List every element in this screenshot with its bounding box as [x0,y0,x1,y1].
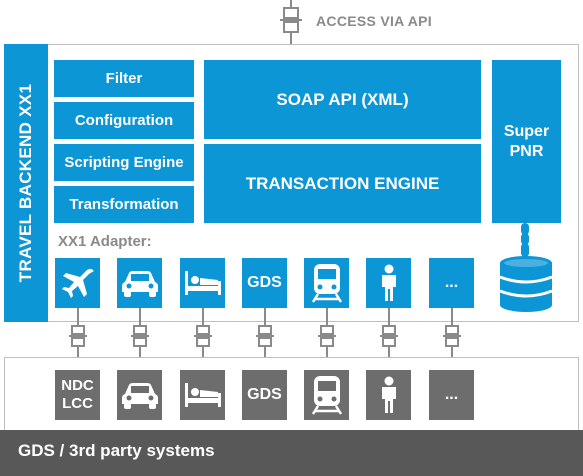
plug-connector-icon [131,308,149,370]
system-tile-car [117,370,162,420]
system-tile-person [366,370,411,420]
train-icon [311,376,342,415]
car-icon [121,383,158,409]
system-tile-train [304,370,349,420]
module-transformation: Transformation [54,186,194,223]
module-configuration: Configuration [54,102,194,139]
transaction-engine-block: TRANSACTION ENGINE [204,144,481,223]
access-via-api-label: ACCESS VIA API [316,13,432,29]
module-filter: Filter [54,60,194,97]
system-tile-hotel [180,370,225,420]
bed-icon [184,271,221,295]
system-tile-ndc-lcc: NDC LCC [55,370,100,420]
person-icon [381,264,396,301]
soap-api-block: SOAP API (XML) [204,60,481,139]
adapter-tile-person [366,258,411,308]
plug-connector-icon [318,308,336,370]
person-icon [381,376,396,413]
adapter-label: XX1 Adapter: [58,233,152,250]
airplane-icon [61,268,94,298]
adapter-tile-gds: GDS [242,258,287,308]
travel-backend-title: TRAVEL BACKEND XX1 [4,44,48,322]
third-party-systems-label: GDS / 3rd party systems [18,441,215,460]
adapter-tile-more: ... [429,258,474,308]
system-tile-more: ... [429,370,474,420]
database-icon [499,256,553,312]
super-pnr-block: Super PNR [492,60,561,223]
train-icon [311,264,342,303]
api-plug-connector-icon [280,0,302,44]
adapter-tile-air [55,258,100,308]
bed-icon [184,383,221,407]
chain-connector-icon [521,223,529,257]
third-party-systems-bar [0,430,583,476]
adapter-tile-car [117,258,162,308]
car-icon [121,271,158,297]
system-tile-gds: GDS [242,370,287,420]
adapter-tile-train [304,258,349,308]
module-scripting-engine: Scripting Engine [54,144,194,181]
travel-backend-title-text: TRAVEL BACKEND XX1 [16,83,36,283]
adapter-tile-hotel [180,258,225,308]
